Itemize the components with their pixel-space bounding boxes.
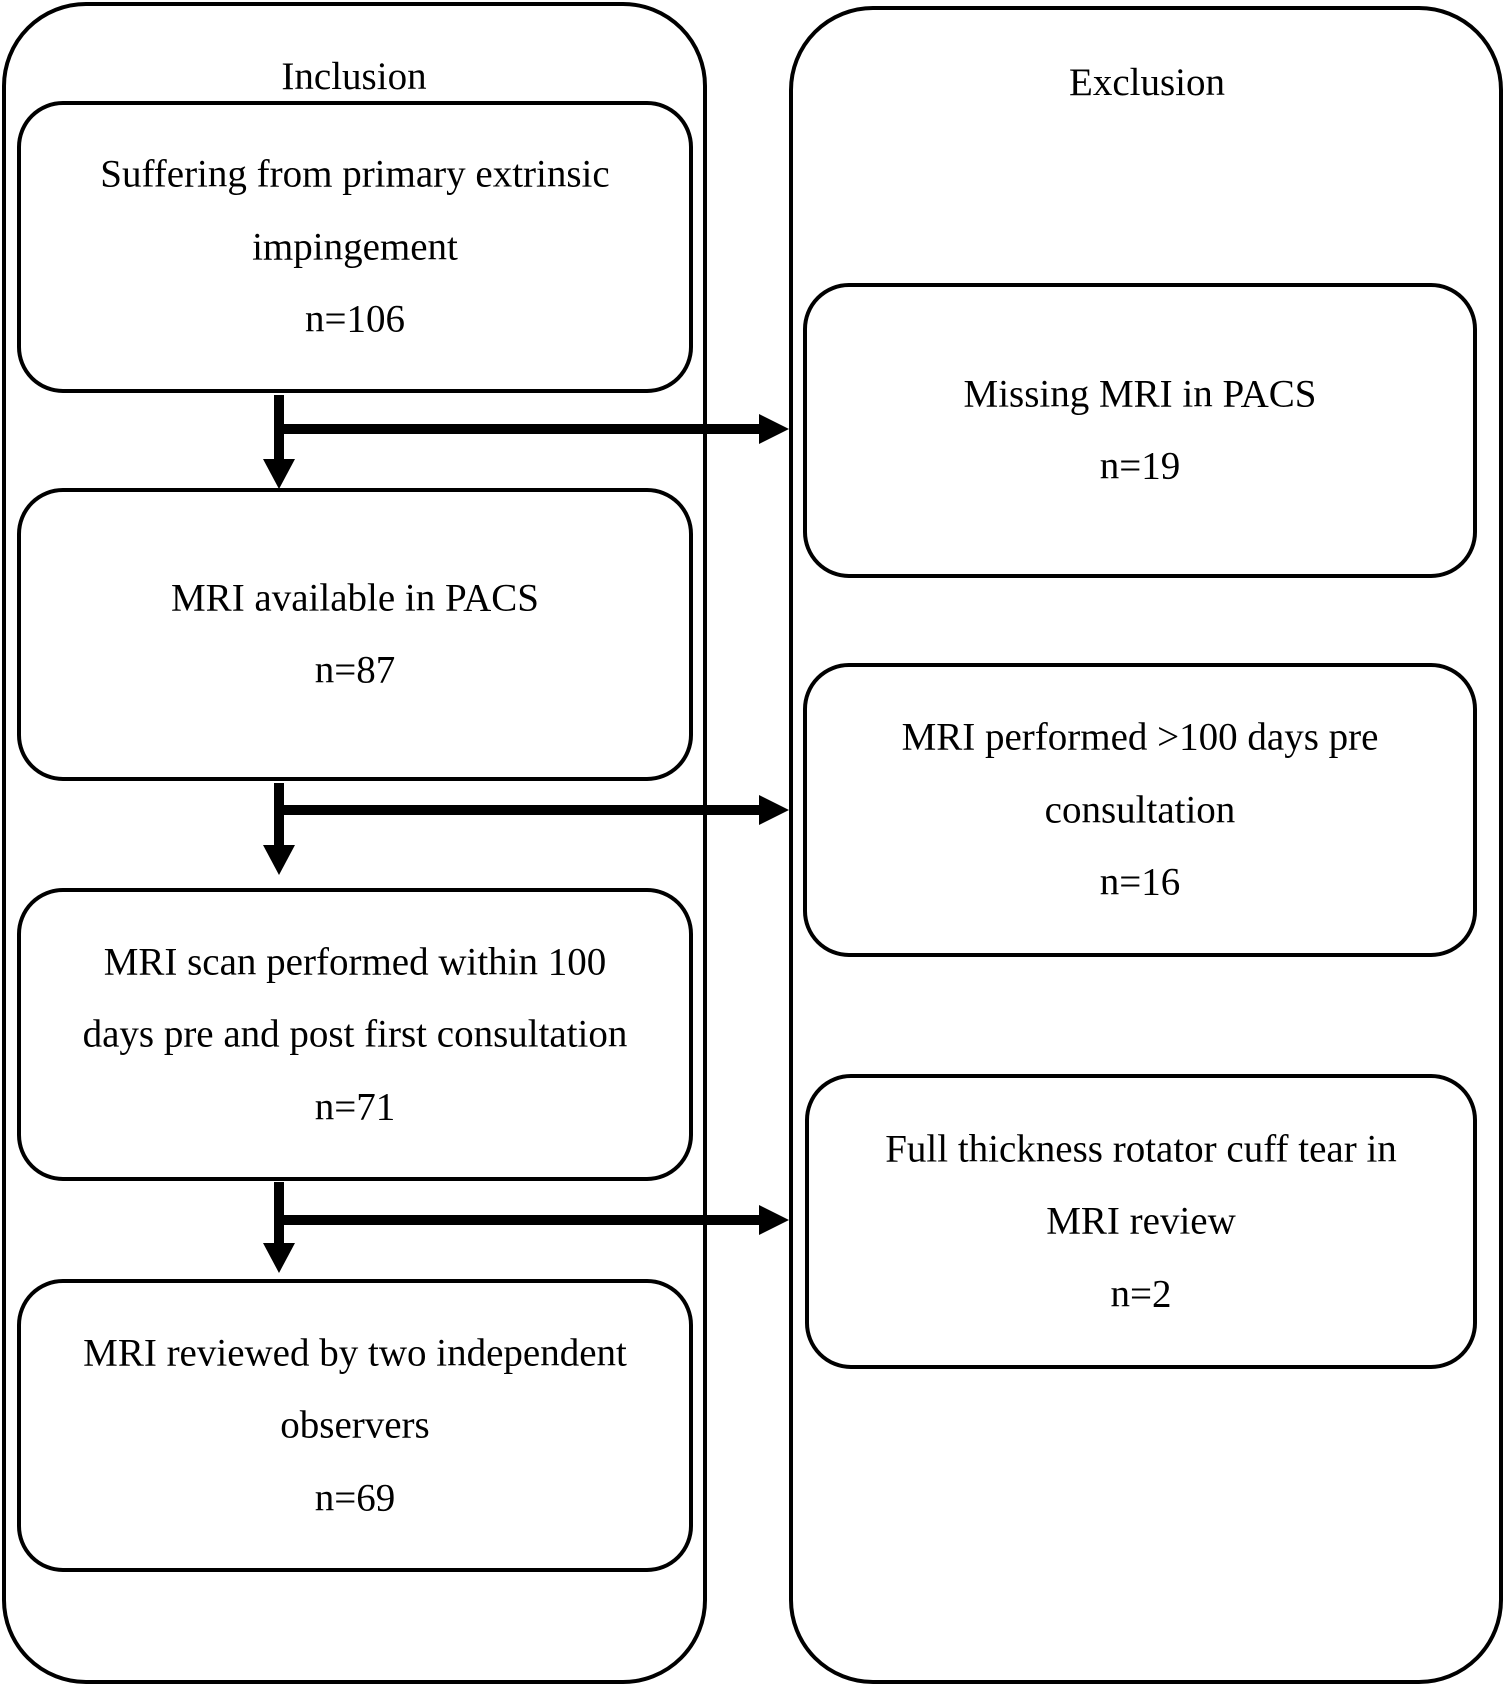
exclusion-box-3-text: Full thickness rotator cuff tear in MRI r… (809, 1113, 1473, 1331)
exclusion-title: Exclusion (1069, 61, 1225, 104)
count-label: n=2 (1110, 1271, 1172, 1315)
count-label: n=16 (1099, 860, 1181, 904)
criterion-text-line: MRI review (1046, 1199, 1236, 1243)
inclusion-box-1: Suffering from primary extrinsic impingem… (17, 101, 693, 393)
criterion-text-line: Suffering from primary extrinsic (100, 152, 610, 196)
inclusion-box-1-text: Suffering from primary extrinsic impingem… (21, 138, 689, 356)
exclusion-box-2-text: MRI performed >100 days pre consultation n… (807, 701, 1473, 919)
count-label: n=19 (1099, 444, 1181, 488)
exclusion-column (789, 6, 1503, 1684)
inclusion-box-3: MRI scan performed within 100 days pre an… (17, 888, 693, 1181)
inclusion-box-2-text: MRI available in PACS n=87 (21, 562, 689, 707)
inclusion-box-2: MRI available in PACS n=87 (17, 488, 693, 781)
exclusion-box-2: MRI performed >100 days pre consultation n… (803, 663, 1477, 957)
criterion-text-line: observers (280, 1403, 430, 1447)
inclusion-title: Inclusion (281, 55, 427, 98)
count-label: n=69 (314, 1475, 396, 1519)
criterion-text-line: Missing MRI in PACS (963, 372, 1317, 415)
criterion-text-line: MRI reviewed by two independent (83, 1330, 627, 1374)
exclusion-box-1-text: Missing MRI in PACS n=19 (807, 358, 1473, 503)
exclusion-box-1: Missing MRI in PACS n=19 (803, 283, 1477, 578)
criterion-text-line: impingement (252, 224, 458, 268)
inclusion-box-4-text: MRI reviewed by two independent observers… (21, 1317, 689, 1535)
exclusion-box-3: Full thickness rotator cuff tear in MRI r… (805, 1074, 1477, 1369)
criterion-text-line: days pre and post first consultation (82, 1012, 628, 1056)
criterion-text-line: MRI scan performed within 100 (103, 939, 607, 983)
inclusion-box-4: MRI reviewed by two independent observers… (17, 1279, 693, 1572)
count-label: n=106 (305, 297, 405, 341)
inclusion-column (2, 2, 707, 1684)
criterion-text-line: Full thickness rotator cuff tear in (885, 1126, 1397, 1170)
count-label: n=71 (314, 1084, 396, 1128)
criterion-text-line: MRI available in PACS (171, 576, 539, 619)
count-label: n=87 (314, 648, 396, 692)
criterion-text-line: consultation (1044, 787, 1236, 831)
criterion-text-line: MRI performed >100 days pre (901, 715, 1379, 759)
inclusion-box-3-text: MRI scan performed within 100 days pre an… (21, 926, 689, 1144)
